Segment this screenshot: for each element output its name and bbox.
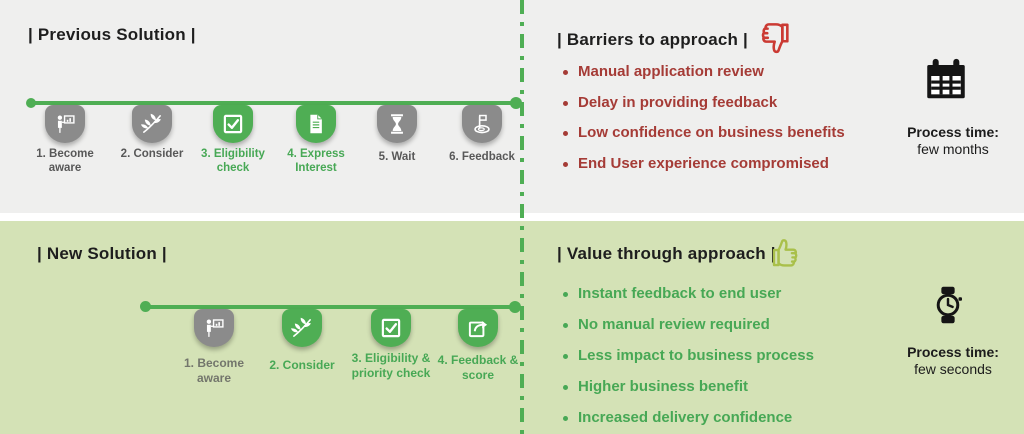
process-time-value: few months <box>917 141 989 157</box>
golf-flag-icon <box>474 114 490 134</box>
bullet-icon <box>563 354 568 359</box>
calendar-icon <box>927 58 965 99</box>
leaf-icon <box>140 113 161 133</box>
new-solution-title: | New Solution | <box>37 244 167 263</box>
step-label: 3. Eligibility check <box>201 148 265 175</box>
value-item: Less impact to business process <box>563 347 814 366</box>
presenter-icon <box>57 115 75 133</box>
step-badge <box>282 309 322 347</box>
timeline-end-dot <box>509 301 521 313</box>
barrier-item: End User experience compromised <box>563 155 845 174</box>
step-label: 4. Express Interest <box>287 148 345 175</box>
share-icon <box>468 321 488 338</box>
value-item: Higher business benefit <box>563 378 814 397</box>
barriers-list: Manual application review Delay in provi… <box>563 63 845 185</box>
barrier-item: Low confidence on business benefits <box>563 124 845 143</box>
step-badge <box>377 105 417 143</box>
previous-solution-title: | Previous Solution | <box>28 25 196 44</box>
step-label: 6. Feedback <box>449 151 515 163</box>
bullet-icon <box>563 385 568 390</box>
barriers-title: | Barriers to approach | <box>557 30 748 49</box>
checkbox-icon <box>381 318 401 338</box>
step-label: 4. Feedback & score <box>437 353 519 382</box>
new-timeline <box>146 305 517 309</box>
value-item: Increased delivery confidence <box>563 409 814 428</box>
bullet-icon <box>563 292 568 297</box>
step-label: 1. Become aware <box>36 148 94 175</box>
value-list: Instant feedback to end user No manual r… <box>563 285 814 434</box>
document-icon <box>310 114 322 134</box>
step-badge <box>213 105 253 143</box>
step-badge <box>132 105 172 143</box>
process-time-seconds: Process time: few seconds <box>878 344 1024 377</box>
new-solution-panel <box>0 221 1024 434</box>
bullet-icon <box>563 323 568 328</box>
barrier-item: Manual application review <box>563 63 845 82</box>
hourglass-icon <box>391 114 403 134</box>
step-badge <box>371 309 411 347</box>
checkbox-icon <box>223 114 243 134</box>
step-badge <box>458 309 498 347</box>
timeline-start-dot <box>26 98 36 108</box>
presenter-icon <box>206 319 224 337</box>
wristwatch-icon <box>936 286 962 324</box>
process-time-value: few seconds <box>914 361 992 377</box>
bullet-icon <box>563 161 568 167</box>
value-item: Instant feedback to end user <box>563 285 814 304</box>
process-time-months: Process time: few months <box>878 124 1024 157</box>
bullet-icon <box>563 416 568 421</box>
step-badge <box>194 309 234 347</box>
divider-dashed-line <box>520 0 524 434</box>
step-label: 5. Wait <box>378 151 416 163</box>
previous-timeline <box>31 101 517 105</box>
step-label: 2. Consider <box>269 358 335 372</box>
value-item: No manual review required <box>563 316 814 335</box>
bullet-icon <box>563 100 568 106</box>
step-label: 2. Consider <box>120 148 184 160</box>
step-badge <box>45 105 85 143</box>
step-badge <box>296 105 336 143</box>
step-label: 3. Eligibility & priority check <box>351 351 431 380</box>
timeline-start-dot <box>140 301 151 312</box>
timeline-end-dot <box>510 97 522 109</box>
barrier-item: Delay in providing feedback <box>563 94 845 113</box>
value-title: | Value through approach | <box>557 244 776 263</box>
bullet-icon <box>563 70 568 75</box>
thumbs-up-icon <box>772 239 798 267</box>
thumbs-down-icon <box>761 23 789 54</box>
process-time-label: Process time: <box>907 344 999 360</box>
step-label: 1. Become aware <box>183 356 245 385</box>
bullet-icon <box>563 131 568 136</box>
process-time-label: Process time: <box>907 124 999 140</box>
step-badge <box>462 105 502 143</box>
leaf-icon <box>290 317 311 337</box>
